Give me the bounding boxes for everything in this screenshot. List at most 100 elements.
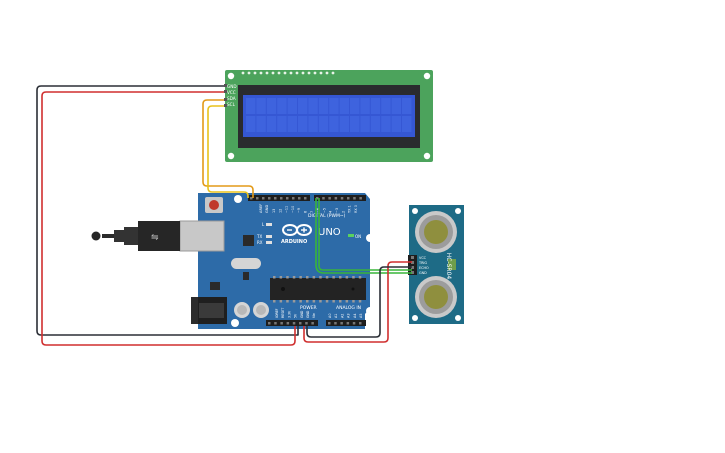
usb-connector bbox=[179, 220, 225, 252]
digital-pin-label: TX 1 bbox=[348, 205, 352, 214]
analog-pin-label: A1 bbox=[334, 314, 338, 318]
pin-hole bbox=[334, 322, 337, 325]
pin-hole bbox=[268, 197, 271, 200]
sensor-hole bbox=[455, 315, 461, 321]
pin-hole bbox=[299, 322, 302, 325]
wire-sda[interactable] bbox=[202, 99, 254, 198]
lcd-cell bbox=[381, 98, 391, 114]
pin-hole bbox=[286, 322, 290, 325]
wire-vcc-sensor[interactable] bbox=[303, 261, 412, 343]
uno-label: UNO bbox=[318, 227, 341, 238]
sensor-hole bbox=[455, 208, 461, 214]
arduino-uno-board[interactable]: ⇋ L TX RX ON bbox=[91, 193, 375, 329]
lcd-hole bbox=[227, 152, 235, 160]
lcd-module[interactable]: GND VCC SDA SCL bbox=[225, 70, 433, 162]
sensor-crystal bbox=[448, 259, 456, 270]
lcd-cell bbox=[370, 98, 381, 114]
lcd-cell bbox=[256, 116, 266, 132]
pin-hole bbox=[316, 197, 319, 200]
ultrasonic-sensor[interactable]: HC-SR04 VCC TRIG ECHO GND bbox=[408, 205, 464, 324]
pin-hole bbox=[353, 197, 356, 200]
digital-header-left[interactable] bbox=[248, 195, 310, 201]
digital-pin-label: ~9 bbox=[297, 208, 301, 213]
lcd-cell bbox=[308, 98, 318, 114]
sensor-model-label: HC-SR04 bbox=[445, 253, 452, 280]
lcd-hole bbox=[227, 72, 235, 80]
power-pin-label: IOREF bbox=[275, 308, 279, 318]
analog-pin-label: A3 bbox=[347, 314, 351, 318]
lcd-pin-label: VCC bbox=[227, 90, 236, 95]
pin-hole bbox=[359, 197, 362, 200]
analog-pin-label: A4 bbox=[353, 314, 357, 318]
lcd-cell bbox=[339, 98, 349, 114]
pin-hole bbox=[286, 197, 289, 200]
lcd-pin-label: GND bbox=[227, 84, 237, 89]
wire-echo[interactable] bbox=[315, 198, 412, 274]
lcd-cell bbox=[391, 98, 401, 114]
digital-pin-label: 8 bbox=[304, 211, 308, 213]
pin-hole bbox=[305, 322, 308, 325]
pin-hole bbox=[262, 197, 265, 200]
sensor-pin-header[interactable] bbox=[408, 255, 417, 275]
lcd-cell bbox=[308, 116, 318, 132]
lcd-cell bbox=[298, 98, 308, 114]
lcd-cell bbox=[277, 116, 287, 132]
pin-hole bbox=[346, 322, 350, 325]
wire-scl[interactable] bbox=[207, 105, 249, 198]
lcd-top-pins bbox=[241, 71, 335, 75]
crystal-oscillator bbox=[231, 258, 261, 269]
lcd-cell bbox=[339, 116, 349, 132]
arduino-hole bbox=[234, 195, 242, 203]
pin-hole bbox=[311, 322, 314, 325]
pin-hole bbox=[280, 197, 283, 200]
sensor-pin-label: GND bbox=[419, 271, 427, 275]
transducer-top bbox=[415, 211, 457, 253]
lcd-cell bbox=[318, 98, 329, 114]
led-on bbox=[348, 234, 354, 237]
lcd-pin-label: SCL bbox=[227, 102, 236, 107]
lcd-cell bbox=[381, 116, 391, 132]
wire-gnd-lcd[interactable] bbox=[36, 85, 299, 336]
power-pin-label: GND bbox=[300, 310, 304, 318]
reset-button[interactable] bbox=[209, 200, 219, 210]
power-pin-label: RESET bbox=[281, 308, 285, 318]
arduino-hole bbox=[366, 234, 374, 242]
pin-hole bbox=[274, 197, 277, 200]
sensor-pin-label: ECHO bbox=[419, 266, 429, 270]
wire-trig[interactable] bbox=[318, 198, 412, 271]
pin-hole bbox=[328, 322, 331, 325]
pin-hole bbox=[340, 197, 344, 200]
lcd-cell bbox=[298, 116, 308, 132]
usb-chip bbox=[243, 235, 254, 246]
lcd-cell bbox=[360, 98, 370, 114]
digital-pin-label: ~5 bbox=[322, 208, 326, 213]
atmega-chip bbox=[270, 276, 366, 303]
lcd-cell bbox=[350, 116, 360, 132]
analog-pin-label: A5 bbox=[359, 314, 363, 318]
analog-label: ANALOG IN bbox=[336, 305, 361, 311]
transducer-bottom bbox=[415, 276, 457, 318]
power-pin-label: GND bbox=[306, 310, 310, 318]
digital-header-right[interactable] bbox=[314, 195, 366, 201]
lcd-cell bbox=[329, 98, 339, 114]
lcd-character-grid bbox=[246, 98, 412, 132]
regulator bbox=[243, 272, 249, 280]
on-label: ON bbox=[355, 234, 361, 239]
wire-gnd-sensor[interactable] bbox=[306, 266, 412, 338]
arduino-hole bbox=[366, 307, 374, 315]
arduino-hole bbox=[231, 319, 239, 327]
l-label: L bbox=[262, 222, 265, 227]
lcd-cell bbox=[402, 98, 412, 114]
usb-cable[interactable]: ⇋ bbox=[91, 221, 181, 251]
power-header[interactable] bbox=[266, 320, 318, 326]
lcd-cell bbox=[277, 98, 287, 114]
digital-pin-label: ~10 bbox=[291, 206, 295, 213]
pin-hole bbox=[322, 197, 325, 200]
lcd-cell bbox=[246, 98, 256, 114]
lcd-cell bbox=[329, 116, 339, 132]
analog-header[interactable] bbox=[326, 320, 366, 326]
wire-vcc-lcd[interactable] bbox=[41, 91, 296, 346]
digital-header-label: DIGITAL (PWM~) bbox=[308, 213, 346, 219]
lcd-cell bbox=[318, 116, 329, 132]
